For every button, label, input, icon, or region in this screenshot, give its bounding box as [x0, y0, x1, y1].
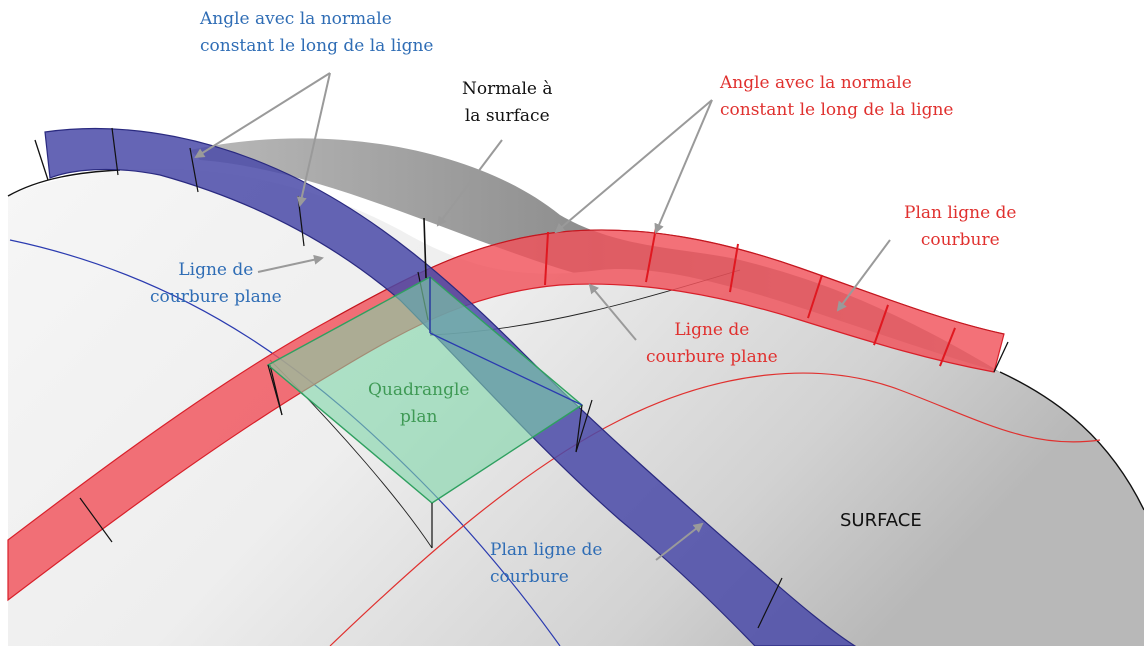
surface-label: SURFACE: [840, 510, 922, 531]
surface-edge: [7, 169, 1144, 511]
surface-normal: [423, 217, 427, 279]
red-ribbon-top-line: [329, 229, 1005, 335]
normal-label: Normale à la surface: [462, 79, 553, 126]
red-curvature-line-lower: [329, 372, 1101, 646]
red-line-label: Ligne de courbure plane: [646, 320, 778, 367]
red-angle-label: Angle avec la normale constant le long d…: [720, 73, 954, 120]
quadrangle-label: Quadrangle plan: [368, 380, 470, 427]
quad-blue-diagonal: [429, 277, 583, 406]
ribbon-end-ticks: [34, 139, 1009, 373]
blue-angle-label: Angle avec la normale constant le long d…: [200, 9, 434, 56]
blue-line-label: Ligne de courbure plane: [150, 260, 282, 307]
ribbon-red-cross-lines: [544, 227, 956, 367]
leader-arrows: [194, 72, 891, 561]
blue-plane-label: Plan ligne de courbure: [490, 540, 603, 587]
blue-curvature-plane: [44, 127, 857, 646]
red-plane-label: Plan ligne de courbure: [904, 203, 1017, 250]
